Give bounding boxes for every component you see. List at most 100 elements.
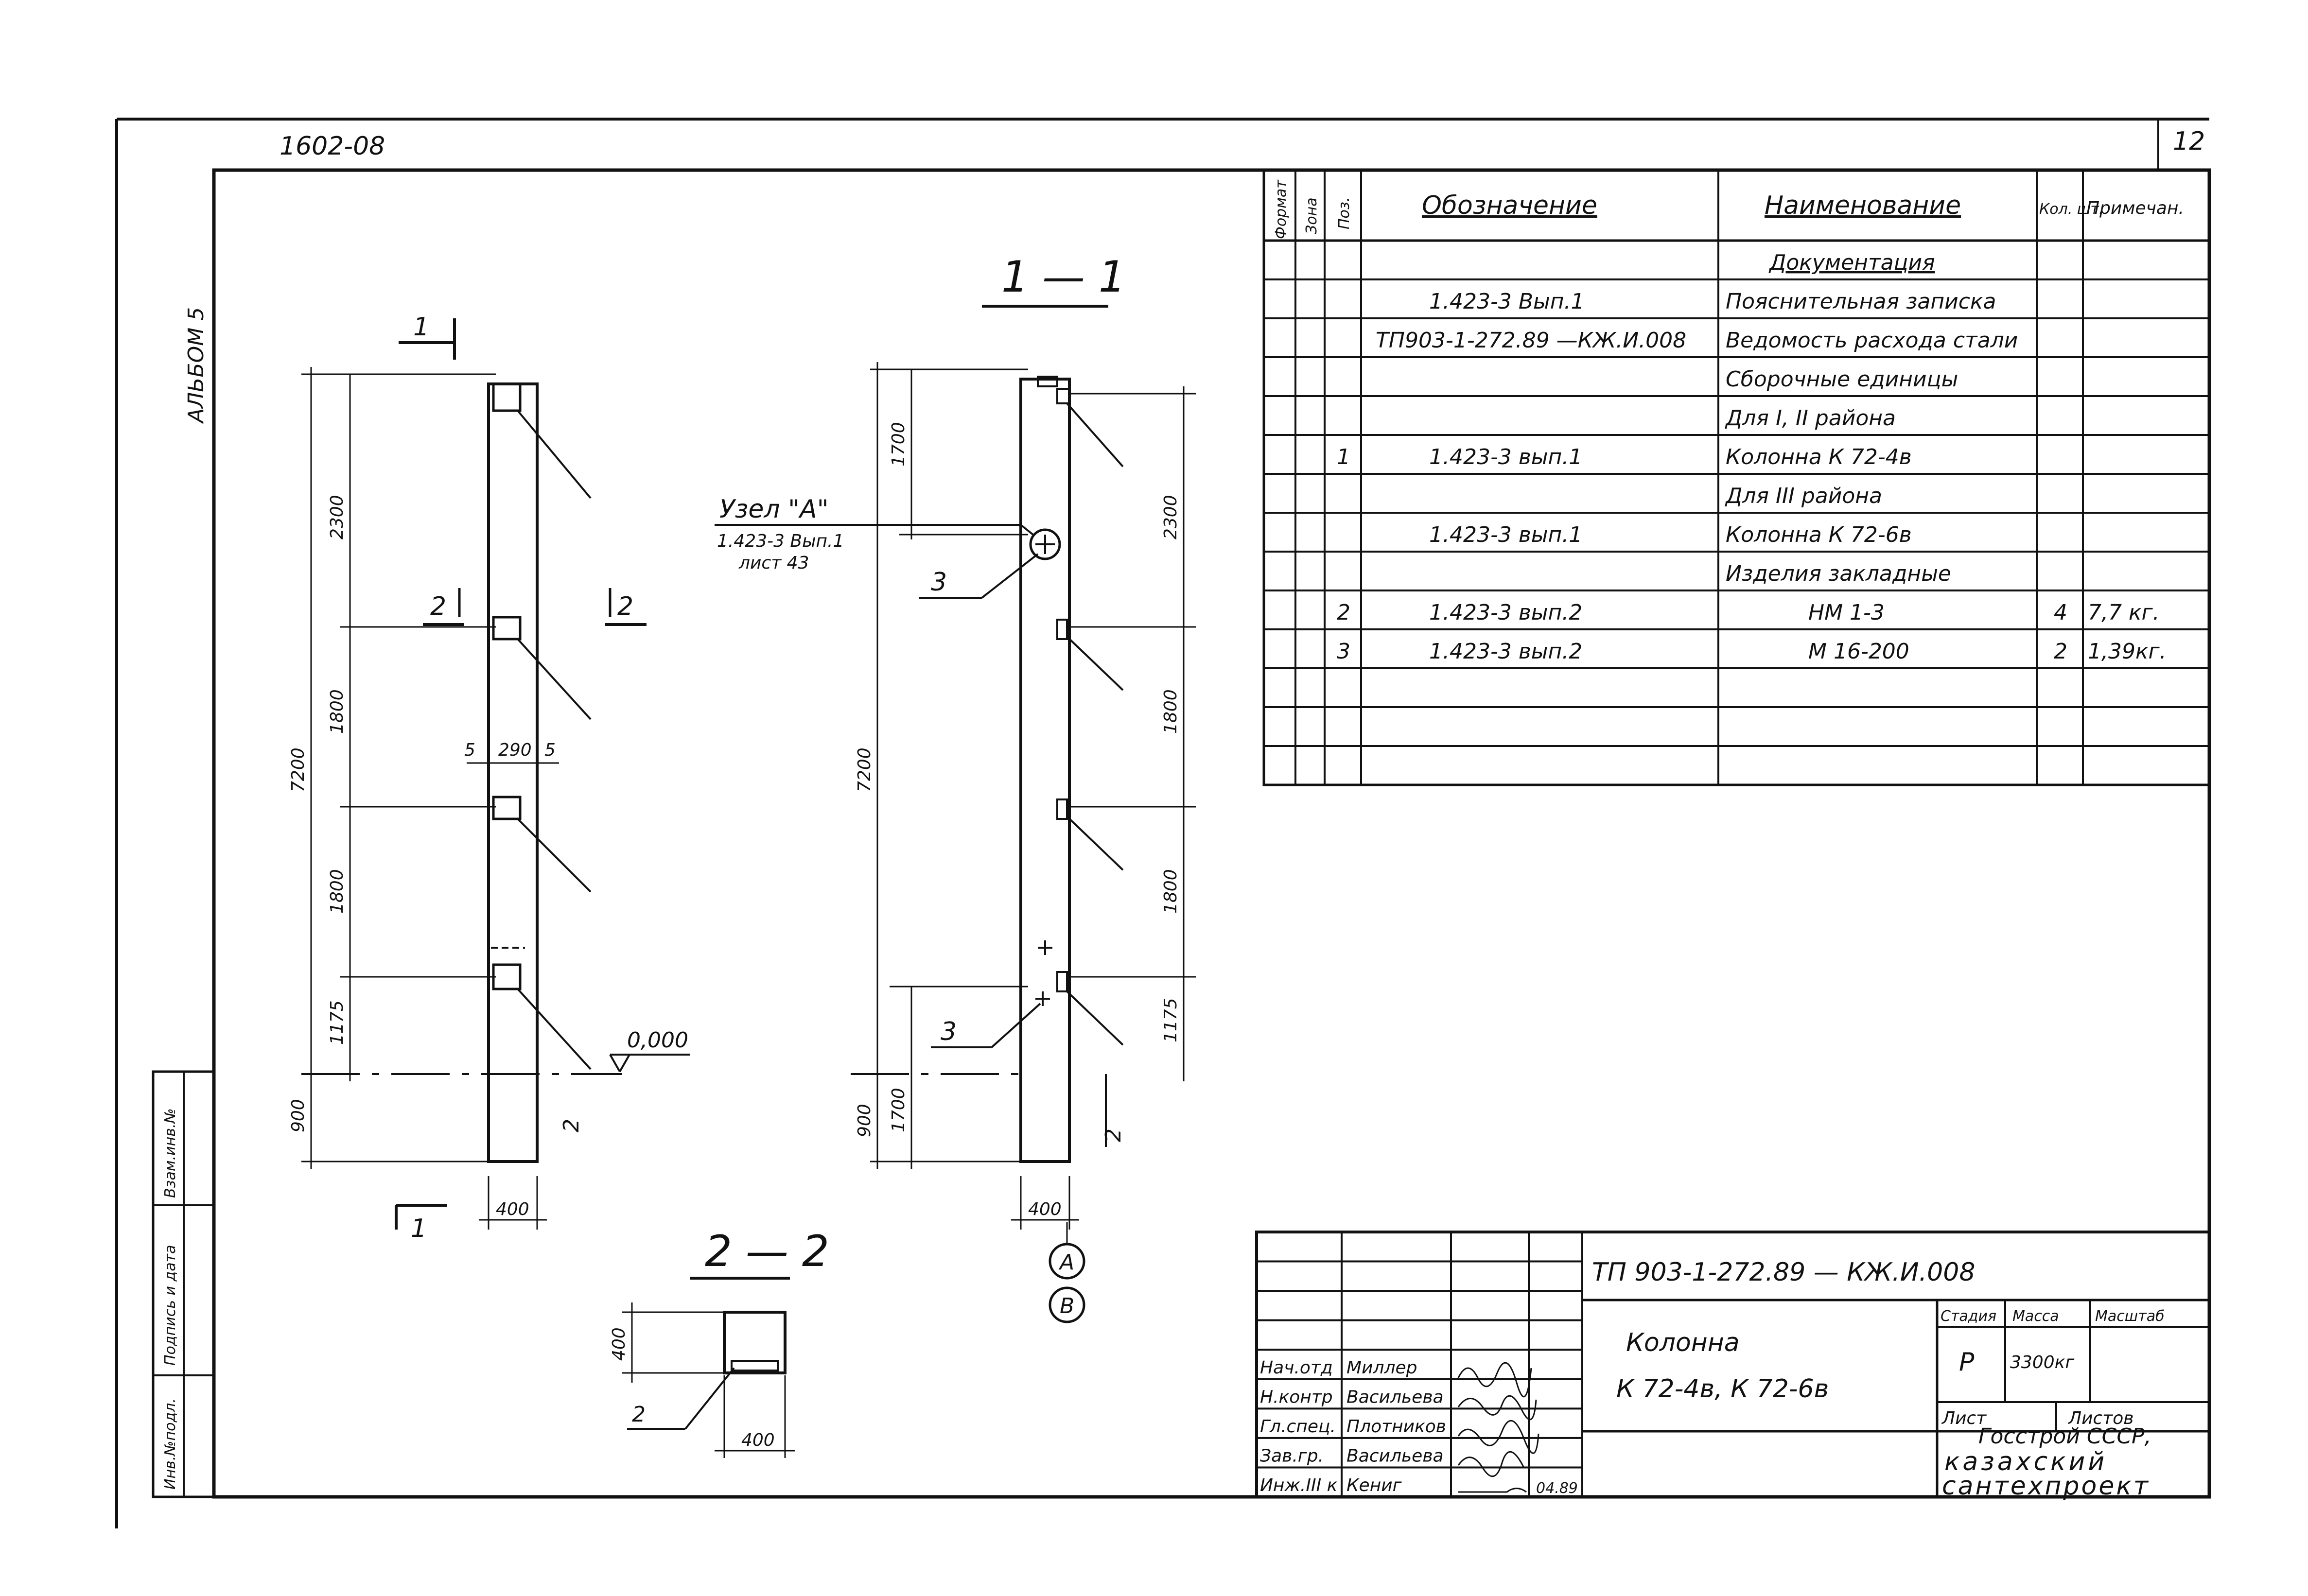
spec-cell-designation: 1.423-3 вып.2 (1429, 600, 1582, 625)
tb-person-name: Васильева (1346, 1387, 1444, 1407)
axis-b-bubble (1049, 1286, 1085, 1323)
section-1-1-title: 1 — 1 (1001, 252, 1126, 302)
spec-cell-name: М 16-200 (1808, 639, 1909, 664)
spec-cell-designation: 1.423-3 вып.1 (1429, 522, 1582, 547)
spec-cell-qty: 2 (2054, 639, 2067, 664)
elev-dim-1175: 1175 (327, 1000, 347, 1045)
spec-cell-pos: 2 (1337, 600, 1350, 625)
tb-sheets-label: Листов (2067, 1408, 2133, 1428)
spec-cell-designation: ТП903-1-272.89 —КЖ.И.008 (1376, 328, 1686, 353)
tb-mass-label: Масса (2012, 1308, 2059, 1325)
tb-stage: Р (1959, 1348, 1975, 1377)
elev-dim-5-left: 5 (464, 740, 475, 760)
tb-object-name-1: Колонна (1626, 1328, 1740, 1357)
s22-callout-2: 2 (632, 1402, 646, 1427)
elev-dim-290: 290 (498, 740, 532, 760)
tb-role: Гл.спец. (1260, 1417, 1336, 1437)
s11-dim-2300: 2300 (1161, 495, 1181, 539)
sheet-number: 12 (2173, 127, 2205, 156)
sheet-code: 1602-08 (280, 132, 385, 161)
spec-header-note: Примечан. (2086, 198, 2184, 218)
s11-dim-7200: 7200 (855, 747, 874, 792)
section-1-1-callout-3-bottom: 3 (941, 1017, 957, 1046)
spec-cell-name: Колонна К 72-6в (1726, 522, 1912, 547)
column-elevation: 7200 2300 1800 1800 1175 900 1 1 2 2 5 2… (288, 312, 690, 1243)
spec-header-zone: Зона (1303, 197, 1320, 234)
tb-person-name: Миллер (1346, 1358, 1417, 1378)
s11-dim-900: 900 (855, 1104, 874, 1137)
spec-header-pos: Поз. (1336, 197, 1353, 229)
elev-cut-mark-bottom: 1 (411, 1214, 427, 1243)
node-a-label: Узел "А" (719, 495, 829, 524)
s11-dim-1700-bottom: 1700 (889, 1088, 909, 1132)
strip-inv-orig: Инв.№подл. (162, 1398, 179, 1490)
s11-dim-1800-a: 1800 (1161, 689, 1181, 734)
tb-person-name: Плотников (1346, 1417, 1446, 1437)
axis-b-label: В (1060, 1294, 1074, 1318)
tb-org-2: казахский (1944, 1447, 2107, 1476)
elev-dim-5-right: 5 (544, 740, 556, 760)
embed-plate-4 (492, 963, 522, 990)
s22-dim-height-400: 400 (609, 1327, 629, 1361)
tb-sheet-label: Лист (1941, 1408, 1987, 1428)
axis-a-bubble (1049, 1243, 1085, 1280)
elev-cut-mark-top: 1 (413, 312, 429, 342)
embed-plate-3 (492, 796, 522, 820)
spec-header-format: Формат (1273, 179, 1290, 239)
sheet-frame (115, 118, 2211, 1528)
spec-cell-name: НМ 1-3 (1808, 600, 1885, 625)
strip-replace-inv: Взам.инв.№ (162, 1108, 179, 1198)
node-a-sheet: лист 43 (738, 553, 809, 573)
elev-section-mark-right: 2 (617, 592, 633, 621)
spec-header-designation: Обозначение (1422, 191, 1597, 220)
spec-cell-name: Пояснительная записка (1726, 289, 1996, 314)
node-a-circle (1029, 528, 1061, 560)
spec-header-qty: Кол. шт. (2039, 201, 2103, 218)
spec-table: Формат Зона Поз. Обозначение Наименовани… (1262, 169, 2211, 786)
embed-plate-2 (492, 616, 522, 641)
section-1-1-callout-2: 2 (1101, 1128, 1126, 1142)
spec-cell-name: Сборочные единицы (1726, 367, 1958, 392)
spec-header-name: Наименование (1765, 191, 1961, 220)
axis-a-label: А (1058, 1250, 1074, 1275)
tb-mass: 3300кг (2010, 1353, 2075, 1372)
s11-dim-1800-b: 1800 (1161, 869, 1181, 914)
tb-stage-label: Стадия (1941, 1308, 1996, 1325)
node-a-ref: 1.423-3 Вып.1 (717, 531, 844, 551)
tb-person-name: Кениг (1346, 1475, 1402, 1495)
elev-dim-2300: 2300 (327, 495, 347, 539)
tb-role: Инж.III к (1260, 1475, 1338, 1495)
spec-cell-pos: 3 (1337, 639, 1350, 664)
spec-cell-name: Документация (1768, 250, 1935, 275)
tb-date: 04.89 (1536, 1480, 1578, 1497)
section-1-1-callout-3-top: 3 (931, 568, 947, 597)
spec-cell-designation: 1.423-3 вып.2 (1429, 639, 1582, 664)
tb-scale-label: Масштаб (2095, 1308, 2165, 1325)
tb-org-3: сантехпроект (1942, 1472, 2150, 1501)
elev-dim-400: 400 (496, 1199, 529, 1219)
signature-marks (1457, 1362, 1539, 1493)
spec-cell-name: Для I, II района (1725, 406, 1896, 431)
tb-role: Н.контр (1260, 1387, 1333, 1407)
section-1-1: 1 — 1 Узел "А" 1.423-3 Вып.1 лист 43 3 (715, 252, 1196, 1323)
spec-cell-name: Ведомость расхода стали (1726, 328, 2018, 353)
spec-cell-pos: 1 (1337, 445, 1350, 469)
spec-cell-note: 1,39кг. (2088, 639, 2167, 664)
tb-org-1: Госстрой СССР, (1978, 1424, 2151, 1449)
s11-dim-1175: 1175 (1161, 998, 1181, 1042)
spec-cell-qty: 4 (2054, 600, 2067, 625)
s11-dim-400: 400 (1028, 1199, 1062, 1219)
s22-dim-width-400: 400 (741, 1430, 775, 1450)
spec-cell-name: Изделия закладные (1726, 561, 1951, 586)
tb-person-name: Васильева (1346, 1446, 1444, 1466)
elev-level-0000: 0,000 (627, 1028, 688, 1053)
section-2-2: 2 — 2 400 400 2 (609, 1226, 829, 1458)
left-stamp-strip: Взам.инв.№ Подпись и дата Инв.№подл. (152, 1070, 215, 1498)
tb-role: Зав.гр. (1260, 1446, 1324, 1466)
spec-cell-name: Для III района (1725, 484, 1882, 508)
spec-cell-designation: 1.423-3 Вып.1 (1429, 289, 1585, 314)
elev-section-mark-left: 2 (430, 592, 446, 621)
spec-cell-designation: 1.423-3 вып.1 (1429, 445, 1582, 469)
